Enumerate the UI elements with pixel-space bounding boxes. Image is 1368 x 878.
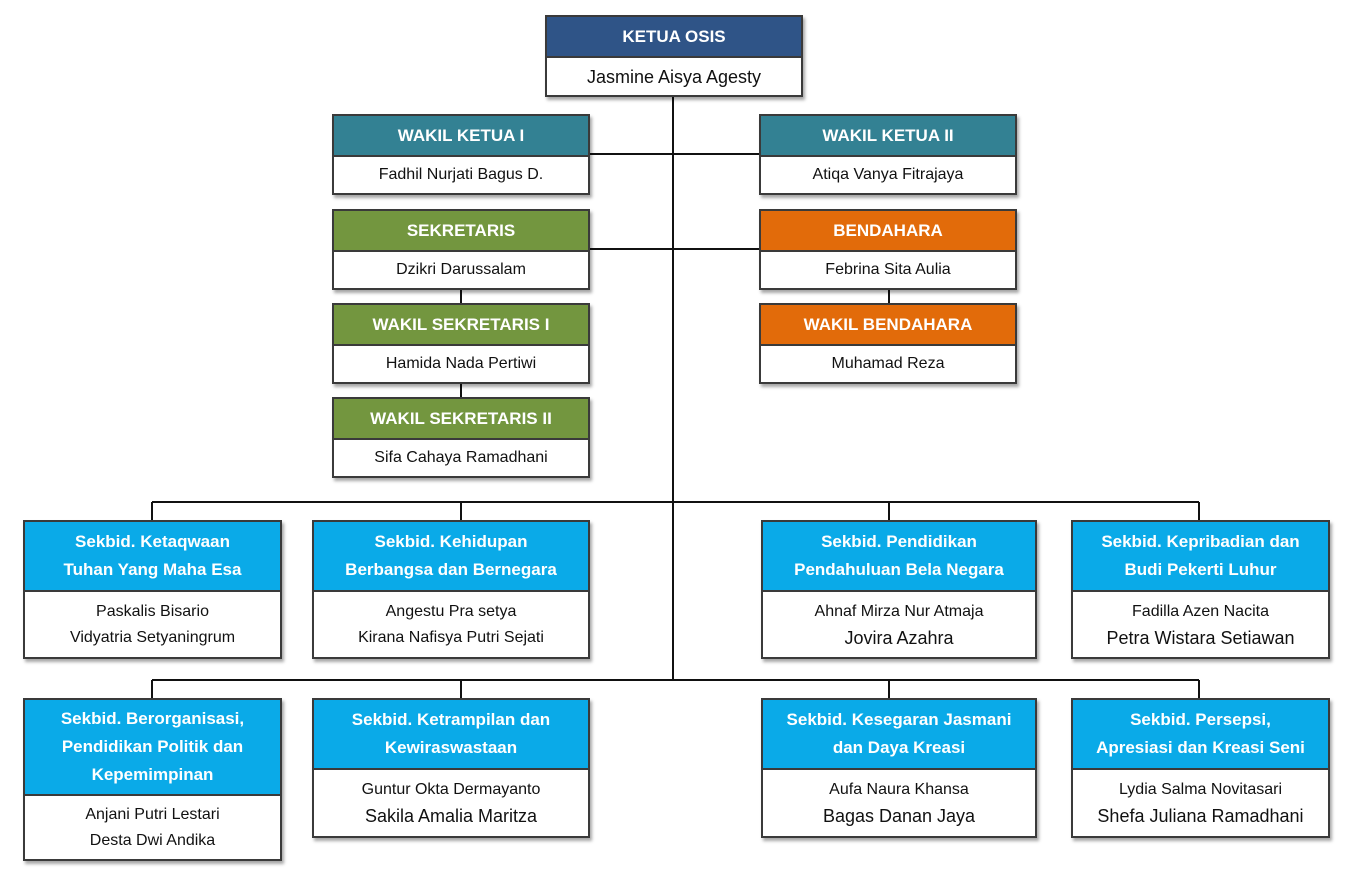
sekbid-member: Aufa Naura Khansa xyxy=(829,781,969,798)
sekbid-member: Angestu Pra setya xyxy=(385,602,517,620)
wakil-sekretaris-2-box: WAKIL SEKRETARIS II Sifa Cahaya Ramadhan… xyxy=(332,397,590,478)
sekbid-title: Sekbid. Berorganisasi, Pendidikan Politi… xyxy=(25,700,280,796)
sekbid-title-line: Sekbid. Kepribadian dan xyxy=(1101,532,1300,551)
sekbid-member: Paskalis Bisario xyxy=(96,602,209,620)
wakil-ketua-2-box: WAKIL KETUA II Atiqa Vanya Fitrajaya xyxy=(759,114,1017,195)
sekbid-members: Guntur Okta Dermayanto Sakila Amalia Mar… xyxy=(314,770,588,836)
wakil-sekretaris-1-title: WAKIL SEKRETARIS I xyxy=(334,305,588,346)
sekbid-box: Sekbid. Ketaqwaan Tuhan Yang Maha Esa Pa… xyxy=(23,520,282,659)
sekbid-title-line: Budi Pekerti Luhur xyxy=(1124,560,1277,579)
sekbid-box: Sekbid. Persepsi, Apresiasi dan Kreasi S… xyxy=(1071,698,1330,838)
sekbid-title: Sekbid. Kesegaran Jasmani dan Daya Kreas… xyxy=(763,700,1035,770)
sekbid-member: Sakila Amalia Maritza xyxy=(364,806,538,826)
ketua-osis-box: KETUA OSIS Jasmine Aisya Agesty xyxy=(545,15,803,97)
sekretaris-name: Dzikri Darussalam xyxy=(396,261,526,278)
sekbid-member: Lydia Salma Novitasari xyxy=(1118,781,1283,798)
sekbid-title: Sekbid. Kehidupan Berbangsa dan Bernegar… xyxy=(314,522,588,592)
sekbid-members: Angestu Pra setya Kirana Nafisya Putri S… xyxy=(314,592,588,657)
sekretaris-title: SEKRETARIS xyxy=(334,211,588,252)
sekbid-members: Paskalis Bisario Vidyatria Setyaningrum xyxy=(25,592,280,657)
bendahara-name: Febrina Sita Aulia xyxy=(825,261,951,278)
wakil-sekretaris-1-box: WAKIL SEKRETARIS I Hamida Nada Pertiwi xyxy=(332,303,590,384)
bendahara-title: BENDAHARA xyxy=(761,211,1015,252)
sekbid-title: Sekbid. Ketaqwaan Tuhan Yang Maha Esa xyxy=(25,522,280,592)
sekbid-title: Sekbid. Kepribadian dan Budi Pekerti Luh… xyxy=(1073,522,1328,592)
sekbid-member: Shefa Juliana Ramadhani xyxy=(1097,806,1304,826)
sekbid-member: Fadilla Azen Nacita xyxy=(1132,602,1269,620)
sekbid-title-line: Kewiraswastaan xyxy=(384,738,518,757)
ketua-osis-name: Jasmine Aisya Agesty xyxy=(586,66,762,87)
wakil-ketua-1-title: WAKIL KETUA I xyxy=(334,116,588,157)
sekbid-title-line: Apresiasi dan Kreasi Seni xyxy=(1096,738,1305,757)
sekbid-member: Ahnaf Mirza Nur Atmaja xyxy=(814,602,984,620)
sekbid-members: Ahnaf Mirza Nur Atmaja Jovira Azahra xyxy=(763,592,1035,657)
wakil-ketua-2-name: Atiqa Vanya Fitrajaya xyxy=(812,166,964,183)
wakil-ketua-2-title: WAKIL KETUA II xyxy=(761,116,1015,157)
sekretaris-box: SEKRETARIS Dzikri Darussalam xyxy=(332,209,590,290)
sekbid-title: Sekbid. Pendidikan Pendahuluan Bela Nega… xyxy=(763,522,1035,592)
sekbid-title-line: Tuhan Yang Maha Esa xyxy=(63,560,242,579)
wakil-sekretaris-2-name: Sifa Cahaya Ramadhani xyxy=(374,449,548,466)
sekbid-box: Sekbid. Kesegaran Jasmani dan Daya Kreas… xyxy=(761,698,1037,838)
sekbid-title-line: Sekbid. Pendidikan xyxy=(821,532,977,551)
sekbid-members: Anjani Putri Lestari Desta Dwi Andika xyxy=(25,796,280,859)
sekbid-title-line: Pendahuluan Bela Negara xyxy=(794,560,1004,579)
wakil-bendahara-title: WAKIL BENDAHARA xyxy=(761,305,1015,346)
wakil-sekretaris-1-name: Hamida Nada Pertiwi xyxy=(385,355,537,372)
sekbid-title: Sekbid. Persepsi, Apresiasi dan Kreasi S… xyxy=(1073,700,1328,770)
sekbid-title-line: Sekbid. Persepsi, xyxy=(1130,710,1271,729)
sekbid-member: Bagas Danan Jaya xyxy=(822,806,976,826)
ketua-osis-title: KETUA OSIS xyxy=(547,17,801,58)
wakil-ketua-1-box: WAKIL KETUA I Fadhil Nurjati Bagus D. xyxy=(332,114,590,195)
sekbid-member: Petra Wistara Setiawan xyxy=(1106,627,1295,648)
sekbid-member: Kirana Nafisya Putri Sejati xyxy=(358,628,544,646)
sekbid-title-line: dan Daya Kreasi xyxy=(832,738,966,757)
bendahara-box: BENDAHARA Febrina Sita Aulia xyxy=(759,209,1017,290)
sekbid-member: Vidyatria Setyaningrum xyxy=(69,628,236,646)
sekbid-box: Sekbid. Kehidupan Berbangsa dan Bernegar… xyxy=(312,520,590,659)
sekbid-box: Sekbid. Berorganisasi, Pendidikan Politi… xyxy=(23,698,282,861)
sekbid-box: Sekbid. Ketrampilan dan Kewiraswastaan G… xyxy=(312,698,590,838)
sekbid-members: Fadilla Azen Nacita Petra Wistara Setiaw… xyxy=(1073,592,1328,657)
sekbid-title-line: Sekbid. Kehidupan xyxy=(374,532,528,551)
sekbid-members: Lydia Salma Novitasari Shefa Juliana Ram… xyxy=(1073,770,1328,836)
sekbid-title-line: Sekbid. Ketaqwaan xyxy=(75,532,230,551)
sekbid-title-line: Berbangsa dan Bernegara xyxy=(345,560,557,579)
sekbid-member: Guntur Okta Dermayanto xyxy=(361,781,541,798)
sekbid-members: Aufa Naura Khansa Bagas Danan Jaya xyxy=(763,770,1035,836)
wakil-sekretaris-2-title: WAKIL SEKRETARIS II xyxy=(334,399,588,440)
wakil-bendahara-name: Muhamad Reza xyxy=(831,355,945,372)
sekbid-title-line: Pendidikan Politik dan xyxy=(61,737,244,756)
sekbid-box: Sekbid. Kepribadian dan Budi Pekerti Luh… xyxy=(1071,520,1330,659)
wakil-ketua-1-name: Fadhil Nurjati Bagus D. xyxy=(378,166,544,183)
wakil-bendahara-box: WAKIL BENDAHARA Muhamad Reza xyxy=(759,303,1017,384)
sekbid-title-line: Sekbid. Berorganisasi, xyxy=(60,709,245,728)
sekbid-member: Jovira Azahra xyxy=(844,627,954,648)
sekbid-title: Sekbid. Ketrampilan dan Kewiraswastaan xyxy=(314,700,588,770)
sekbid-title-line: Sekbid. Kesegaran Jasmani xyxy=(786,710,1012,729)
sekbid-member: Desta Dwi Andika xyxy=(89,831,216,849)
sekbid-box: Sekbid. Pendidikan Pendahuluan Bela Nega… xyxy=(761,520,1037,659)
sekbid-title-line: Sekbid. Ketrampilan dan xyxy=(351,710,551,729)
sekbid-member: Anjani Putri Lestari xyxy=(85,805,220,823)
sekbid-title-line: Kepemimpinan xyxy=(91,765,214,784)
